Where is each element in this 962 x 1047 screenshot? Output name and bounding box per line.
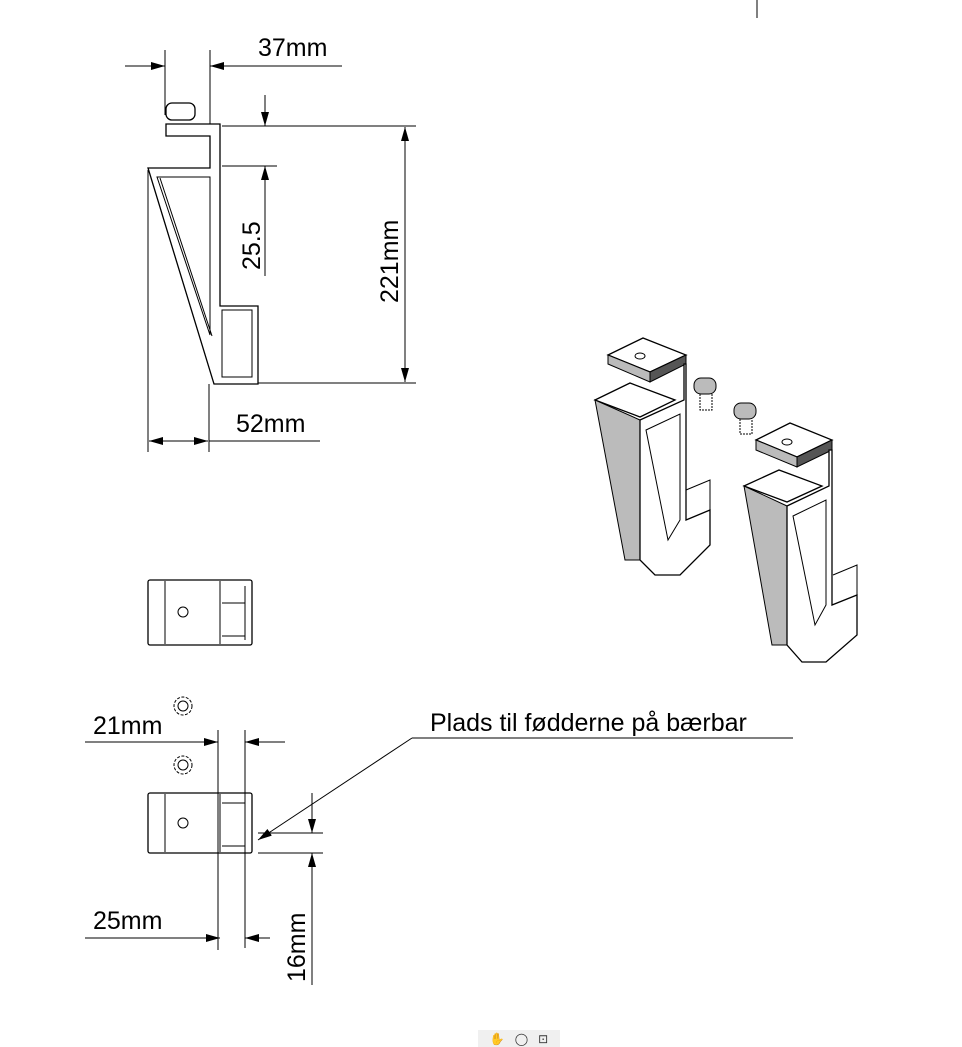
dimension-bottom-width: 25mm bbox=[85, 907, 270, 942]
screw-icon bbox=[693, 377, 717, 411]
dim-label-21: 21mm bbox=[93, 712, 162, 740]
dimension-hook-gap: 25.5 bbox=[222, 95, 277, 276]
zoom-select-icon[interactable]: ◯ bbox=[514, 1031, 529, 1046]
dimension-depth: 52mm bbox=[147, 170, 320, 452]
dim-label-37: 37mm bbox=[258, 34, 327, 62]
dim-label-221: 221mm bbox=[376, 220, 404, 303]
dim-label-25: 25mm bbox=[93, 907, 162, 935]
annotation-leader: Plads til fødderne på bærbar bbox=[257, 709, 793, 841]
dimension-height: 221mm bbox=[232, 125, 416, 384]
bottom-view bbox=[147, 696, 253, 854]
bolt-side bbox=[165, 102, 196, 121]
dimension-pocket-height: 16mm bbox=[258, 793, 323, 985]
knurled-nut-icon bbox=[173, 755, 193, 775]
front-view bbox=[147, 102, 259, 385]
dim-label-16: 16mm bbox=[283, 913, 311, 982]
isometric-view bbox=[593, 337, 858, 663]
annotation-text: Plads til fødderne på bærbar bbox=[430, 709, 747, 737]
viewer-toolbar: ✋ ◯ ⊡ bbox=[478, 1030, 560, 1047]
zoom-fit-icon[interactable]: ⊡ bbox=[538, 1031, 549, 1046]
dim-label-25-5: 25.5 bbox=[238, 221, 266, 270]
dimension-top-width: 37mm bbox=[125, 34, 342, 124]
bracket-outline bbox=[147, 123, 259, 385]
screw-icon bbox=[733, 402, 757, 435]
bracket-cutout bbox=[156, 176, 211, 336]
pan-hand-icon[interactable]: ✋ bbox=[489, 1031, 505, 1046]
dimension-pocket-width: 21mm bbox=[85, 712, 285, 950]
top-view bbox=[147, 579, 253, 646]
dim-label-52: 52mm bbox=[236, 410, 305, 438]
knurled-nut-icon bbox=[173, 696, 193, 716]
